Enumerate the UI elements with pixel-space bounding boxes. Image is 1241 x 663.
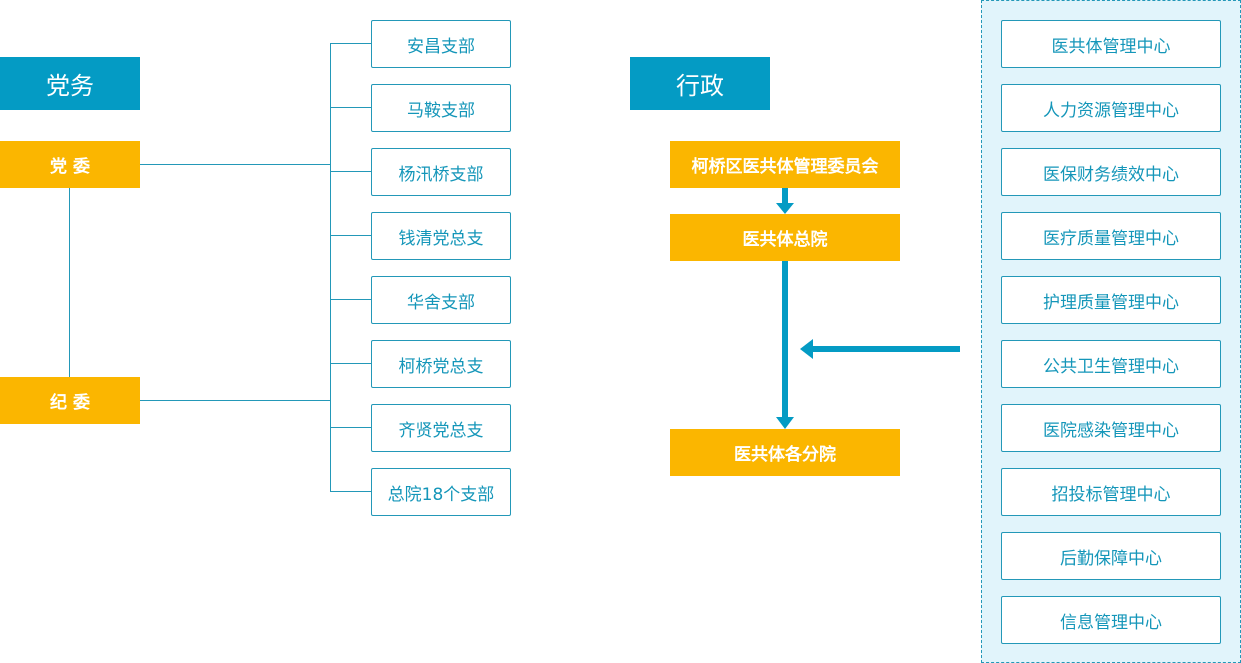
committee-to-hospital-arrow <box>776 188 794 214</box>
admin-header: 行政 <box>630 57 770 110</box>
center-node: 人力资源管理中心 <box>1001 84 1221 132</box>
branch-connector <box>330 171 371 172</box>
branch-node: 柯桥党总支 <box>371 340 511 388</box>
center-node: 信息管理中心 <box>1001 596 1221 644</box>
branch-connector <box>330 43 371 44</box>
branch-connector <box>330 107 371 108</box>
branch-node: 华舍支部 <box>371 276 511 324</box>
branch-connector <box>330 299 371 300</box>
branch-node: 齐贤党总支 <box>371 404 511 452</box>
center-node: 医共体管理中心 <box>1001 20 1221 68</box>
center-node: 招投标管理中心 <box>1001 468 1221 516</box>
committee-link-line <box>69 188 70 377</box>
discipline-committee-node: 纪 委 <box>0 377 140 424</box>
management-committee-node: 柯桥区医共体管理委员会 <box>670 141 900 188</box>
center-node: 医保财务绩效中心 <box>1001 148 1221 196</box>
party-committee-node: 党 委 <box>0 141 140 188</box>
branch-hospitals-node: 医共体各分院 <box>670 429 900 476</box>
branch-connector <box>330 427 371 428</box>
branch-connector <box>330 363 371 364</box>
branch-node: 马鞍支部 <box>371 84 511 132</box>
hospital-to-branches-arrow <box>776 261 794 429</box>
center-node: 护理质量管理中心 <box>1001 276 1221 324</box>
branch-node: 钱清党总支 <box>371 212 511 260</box>
branch-connector <box>330 235 371 236</box>
committee-to-trunk-line <box>140 164 331 165</box>
branch-node: 安昌支部 <box>371 20 511 68</box>
party-header: 党务 <box>0 57 140 110</box>
center-node: 医院感染管理中心 <box>1001 404 1221 452</box>
discipline-to-trunk-line <box>140 400 331 401</box>
branch-node: 总院18个支部 <box>371 468 511 516</box>
center-node: 医疗质量管理中心 <box>1001 212 1221 260</box>
center-node: 后勤保障中心 <box>1001 532 1221 580</box>
branch-trunk-line <box>330 43 331 491</box>
center-node: 公共卫生管理中心 <box>1001 340 1221 388</box>
general-hospital-node: 医共体总院 <box>670 214 900 261</box>
branch-connector <box>330 491 371 492</box>
branch-node: 杨汛桥支部 <box>371 148 511 196</box>
centers-to-hospital-arrow <box>800 339 960 359</box>
